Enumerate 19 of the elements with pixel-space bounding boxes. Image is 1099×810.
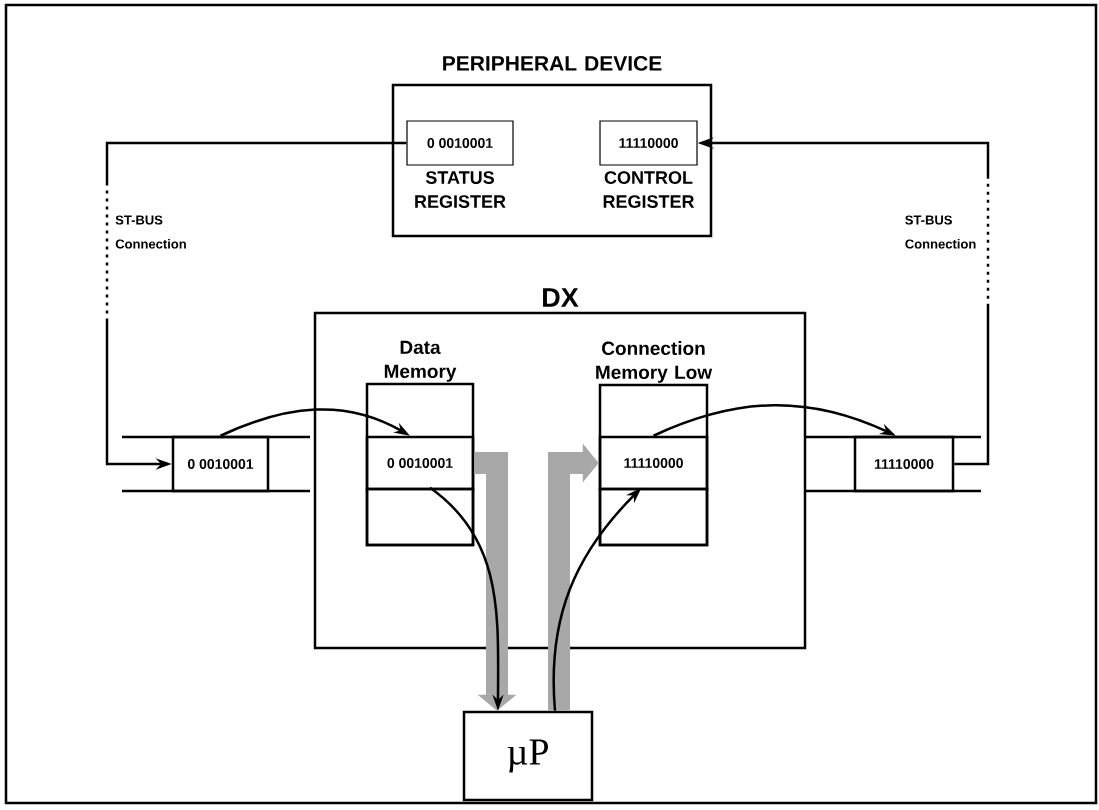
register-cell: 0 0010001 STATUS REGISTER bbox=[406, 120, 514, 208]
wide-arrow bbox=[548, 443, 599, 711]
memory-cell bbox=[365, 487, 475, 547]
node-label: CONTROL REGISTER bbox=[603, 171, 695, 208]
node-label: PERIPHERAL DEVICE bbox=[443, 55, 662, 71]
wide-arrow bbox=[474, 452, 517, 711]
memory-cell: 0 0010001 bbox=[365, 435, 475, 491]
memory-cell: 11110000 bbox=[598, 435, 709, 491]
edge-label: ST-BUS Connection bbox=[903, 214, 984, 250]
node-label: Connection Memory Low bbox=[596, 341, 713, 383]
register-cell: 11110000 CONTROL REGISTER bbox=[599, 120, 698, 208]
processor-box: µP bbox=[462, 710, 594, 802]
node-label: STATUS REGISTER bbox=[415, 171, 506, 208]
bus-slot: 11110000 bbox=[853, 435, 955, 493]
node-label: DX bbox=[543, 288, 579, 307]
memory-cell bbox=[598, 487, 709, 547]
edge-label: ST-BUS Connection bbox=[114, 214, 195, 250]
node-label: Data Memory bbox=[384, 340, 457, 382]
bus-slot: 0 0010001 bbox=[171, 435, 270, 493]
